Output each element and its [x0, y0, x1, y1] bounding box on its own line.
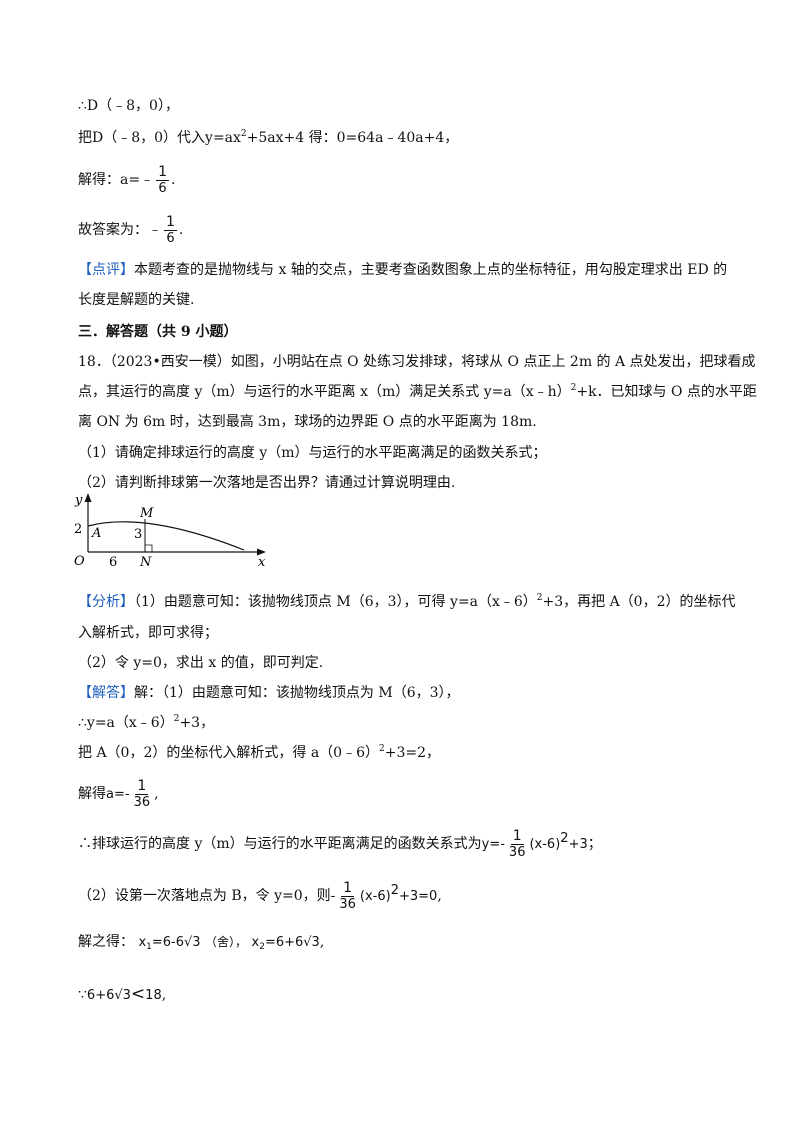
x-axis-label: x: [258, 555, 266, 570]
answer-line: ∵6+6√3<18,: [78, 984, 167, 1004]
text-line: 把D（﹣8，0）代入y=ax2+5ax+4 得：0=64a﹣40a+4，: [78, 129, 459, 147]
answer-tag: 【解答】: [78, 685, 134, 701]
y-axis-label: y: [74, 493, 83, 508]
analysis-line: 入解析式，即可求得；: [78, 625, 218, 641]
answer-line: 把 A（0，2）的坐标代入解析式，得 a（0﹣6）2+3=2，: [78, 744, 441, 762]
parabola-figure: y 2 A M 3 O 6 N x: [74, 493, 266, 570]
answer-line: 解之得： x1=6-6√3 （舍）， x2=6+6√3,: [78, 934, 325, 952]
comment-tag: 【点评】: [78, 262, 134, 278]
section-heading: 三．解答题（共 9 小题）: [78, 324, 238, 340]
analysis-tag: 【分析】: [78, 594, 134, 610]
answer-line: ∴y=a（x﹣6）2+3，: [78, 714, 215, 732]
analysis-line: （2）令 y=0，求出 x 的值，即可判定.: [78, 655, 324, 671]
question-subpart: （2）请判断排球第一次落地是否出界？请通过计算说明理由.: [78, 475, 456, 491]
question-line: 18．（2023•西安一模）如图，小明站在点 O 处练习发排球，将球从 O 点正…: [78, 354, 756, 370]
comment-line: 长度是解题的关键.: [78, 292, 195, 308]
label-3: 3: [134, 527, 142, 542]
label-A: A: [91, 526, 101, 541]
label-N: N: [139, 555, 152, 570]
analysis-line: 【分析】（1）由题意可知：该抛物线顶点 M（6，3），可得 y=a（x﹣6）2+…: [78, 593, 736, 611]
answer-line: 【解答】解：（1）由题意可知：该抛物线顶点为 M（6，3），: [78, 685, 460, 701]
label-M: M: [139, 506, 154, 521]
origin-label: O: [74, 554, 85, 569]
text-line: ∴D（﹣8，0），: [78, 98, 179, 114]
label-2: 2: [74, 522, 82, 537]
question-line: 离 ON 为 6m 时，达到最高 3m，球场的边界距 O 点的水平距离为 18m…: [78, 414, 537, 430]
label-6: 6: [109, 555, 117, 570]
question-subpart: （1）请确定排球运行的高度 y（m）与运行的水平距离满足的函数关系式；: [78, 445, 547, 461]
question-line: 点，其运行的高度 y（m）与运行的水平距离 x（m）满足关系式 y=a（x﹣h）…: [78, 383, 757, 401]
comment-line: 【点评】本题考查的是抛物线与 x 轴的交点，主要考查函数图象上点的坐标特征，用勾…: [78, 262, 728, 278]
